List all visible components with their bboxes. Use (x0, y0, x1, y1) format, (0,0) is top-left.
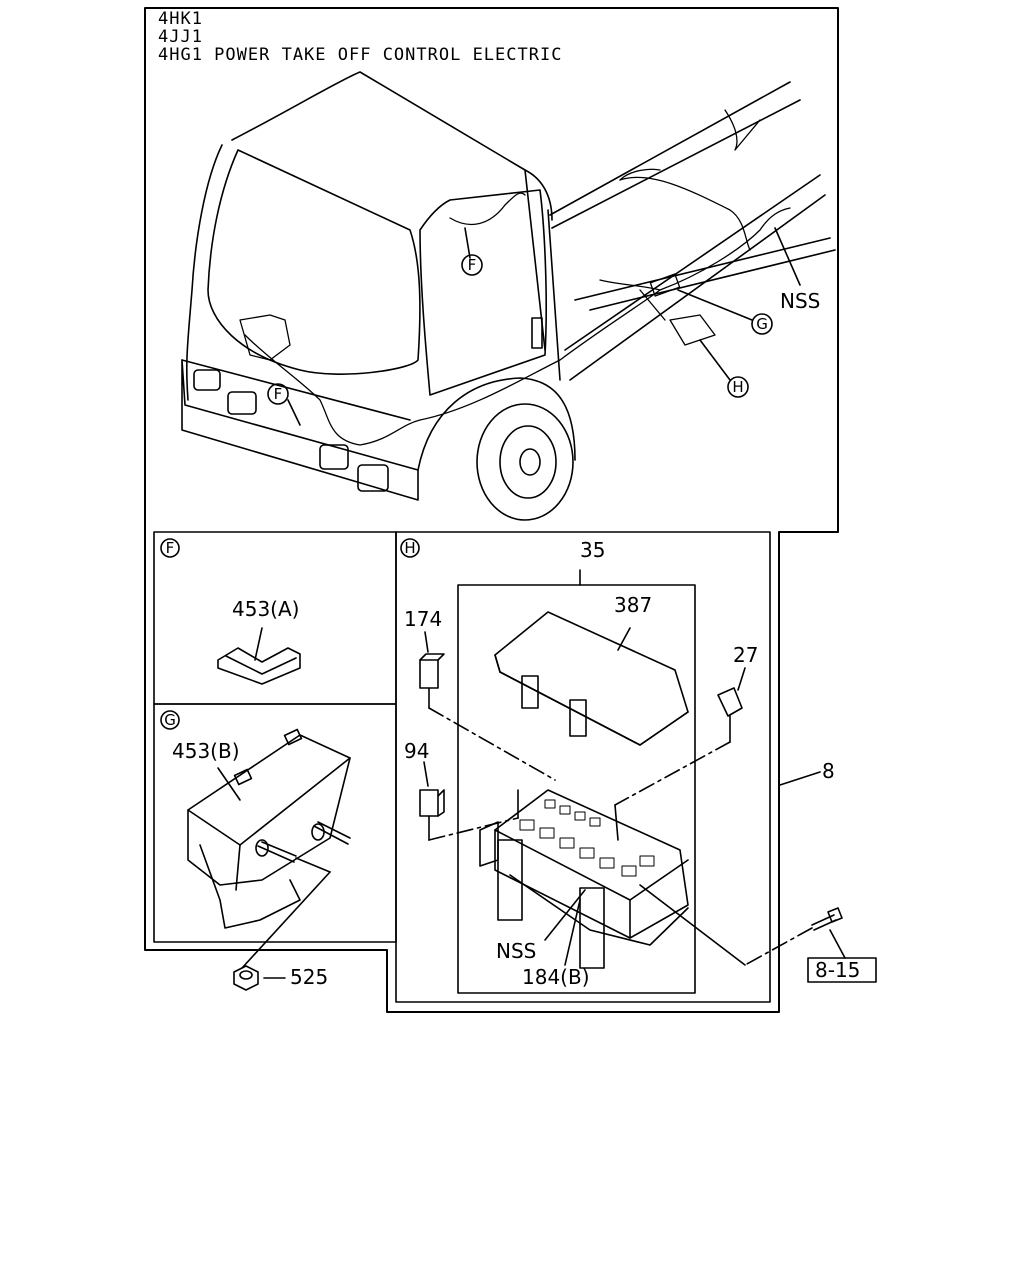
detail-g-tag-circle (160, 710, 180, 730)
detail-g-tag: G (164, 711, 176, 729)
header-line-2: 4JJ1 (158, 27, 203, 47)
detail-f-part-label: 453(A) (232, 597, 299, 621)
cover-453a-drawing (217, 627, 301, 685)
relay-94-drawing (419, 761, 519, 841)
nut-525-drawing (233, 965, 286, 991)
fuse-box-cover-387-drawing (494, 611, 689, 746)
part-525-label: 525 (290, 965, 328, 989)
detail-g-part-label: 453(B) (172, 739, 240, 763)
detail-h-tag: H (404, 539, 415, 557)
callout-g-label: G (756, 315, 768, 333)
callout-f-lower-label: F (274, 385, 283, 403)
callout-h-circle (727, 376, 749, 398)
ref-8-15-label: 8-15 (815, 958, 860, 982)
header-line-3: 4HG1 POWER TAKE OFF CONTROL ELECTRIC (158, 45, 562, 65)
bracket-453b-drawing (187, 728, 351, 969)
part-27-label: 27 (733, 643, 758, 667)
wiring-harness (239, 109, 791, 446)
detail-h-tag-circle (400, 538, 420, 558)
part-174-label: 174 (404, 607, 442, 631)
callout-h-label: H (732, 378, 743, 396)
fuse-27-drawing (614, 667, 746, 841)
part-8-label: 8 (822, 759, 835, 783)
header-line-1: 4HK1 (158, 9, 203, 29)
part-94-label: 94 (404, 739, 429, 763)
detail-f-tag: F (166, 539, 175, 557)
callout-f-upper-label: F (468, 256, 477, 274)
truck-nss-label: NSS (780, 289, 820, 313)
detail-h-frame (395, 531, 771, 1003)
callout-g-circle (751, 313, 773, 335)
fuse-box-frame (457, 584, 696, 994)
relay-174-drawing (419, 631, 556, 781)
fuse-box-nss-label: NSS (496, 939, 536, 963)
callout-f-upper-circle (461, 254, 483, 276)
callout-f-lower-circle (267, 383, 289, 405)
part-184b-label: 184(B) (522, 965, 590, 989)
bolt-8-15-drawing (639, 884, 877, 983)
part-387-label: 387 (614, 593, 652, 617)
part-35-label: 35 (580, 538, 605, 562)
truck-cab-drawing (181, 71, 836, 521)
detail-f-tag-circle (160, 538, 180, 558)
fuse-box-35-drawing (479, 569, 689, 969)
main-frame (144, 7, 839, 1013)
